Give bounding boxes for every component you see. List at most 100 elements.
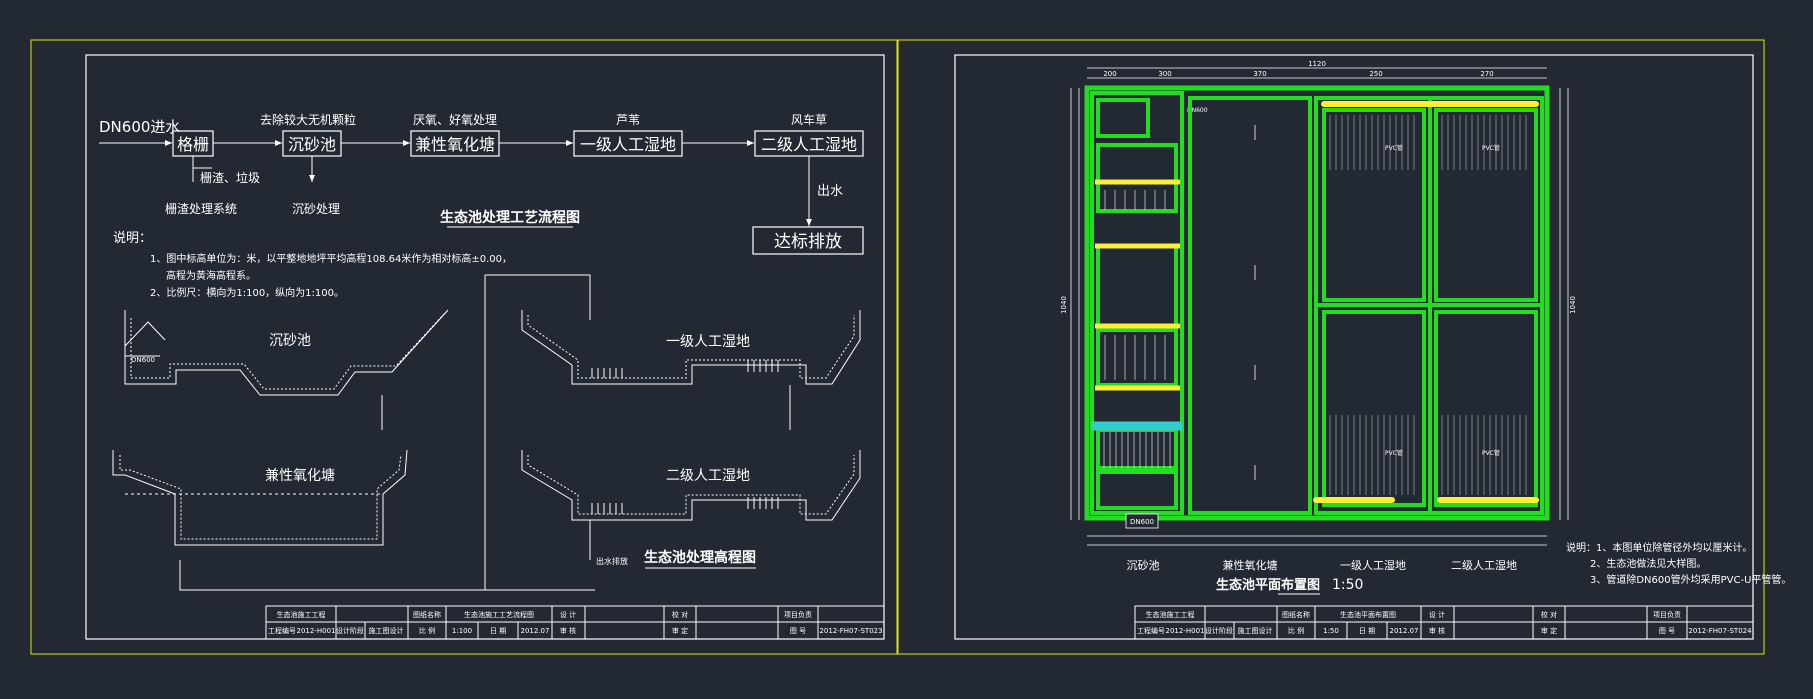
plan-scale: 1:50 [1332,577,1363,593]
section-label: 二级人工湿地 [666,468,750,484]
top-note: 风车草 [791,112,827,127]
zone-label: 二级人工湿地 [1451,559,1517,572]
tb-cell: 2012.07 [521,627,550,635]
dim-top: 250 [1369,70,1382,78]
plan-wetland-pipes [1313,101,1539,503]
section-wetland-1: 一级人工湿地 [521,310,861,385]
tb-cell: 比 例 [419,626,435,635]
tb-cell: 日 期 [490,627,506,635]
plan-grit-hatch [1103,190,1171,468]
outlet-label: 出水 [817,184,843,199]
zone-label: 兼性氧化塘 [1223,558,1278,572]
tb-cell: 2012.07 [1390,627,1419,635]
plan-water-channel [1091,421,1183,431]
right-notes: 说明：1、本图单位除管径外均以厘米计。 2、生态池做法见大样图。 3、管道除DN… [1566,541,1791,586]
dim-overall-height: 1040 [1060,296,1068,314]
flow-box-label: 达标排放 [774,232,842,252]
tb-cell: 设计阶段 [336,626,364,635]
plan-pipe-label-left: DN600 [1187,107,1208,114]
top-note: 芦苇 [616,113,640,127]
flow-box-label: 二级人工湿地 [761,135,857,154]
dim-overall-height-right: 1040 [1569,296,1577,314]
notes-line: 1、图中标高单位为：米，以平整地地坪平均高程108.64米作为相对标高±0.00… [150,252,512,265]
tb-cell: 校 对 [1541,610,1557,619]
top-note: 去除较大无机颗粒 [260,112,356,127]
tb-cell: 1:50 [1323,627,1339,635]
gravel-hatch [591,360,779,378]
sub-note: 栅渣处理系统 [165,201,237,216]
tb-project: 生态池施工工程 [277,610,326,619]
right-sheet-border [897,39,1765,655]
flow-box-discharge [752,226,864,255]
tb-cell: 设计阶段 [1205,626,1233,635]
pipe-label: PVC管 [1385,449,1403,457]
section-wetland-2: 二级人工湿地 [521,450,861,521]
notes-line: 2、比例尺：横向为1:100，纵向为1:100。 [150,286,344,299]
right-sheet: 1120 200 300 370 250 270 1040 1040 [954,54,1791,640]
left-sheet-border [30,39,898,655]
section-label: 沉砂池 [269,333,311,349]
section-grit-chamber: DN600 沉砂池 [124,309,449,396]
elevation-sections: DN600 沉砂池 兼性氧化塘 [112,274,861,591]
plan-outer-wall [1084,85,1550,521]
tb-drawing-no: 2012-FH07-ST023 [819,627,882,635]
left-title-block [265,605,885,640]
tb-cell: 项目负责 [784,610,812,619]
top-note: 厌氧、好氧处理 [413,113,497,127]
tb-cell: 图纸名称 [413,610,441,619]
plan-inlet-label: DN600 [1130,518,1154,526]
dim-overall-width: 1120 [1308,60,1326,68]
section-label: 兼性氧化塘 [265,468,335,484]
section-pipe-label: DN600 [131,356,155,364]
tb-drawing-name: 生态池施工工艺流程图 [464,610,534,619]
tb-cell: 审 核 [1429,626,1445,635]
flow-box-label: 沉砂池 [288,135,336,154]
plan-inlet-box [1125,513,1159,529]
dim-top: 270 [1480,70,1493,78]
tb-cell: 审 核 [560,626,576,635]
tb-cell: 2012-H001 [1166,627,1205,635]
left-title-block-text: 生态池施工工程 图纸名称 生态池施工工艺流程图 设 计 校 对 项目负责 工程编… [268,610,883,635]
tb-cell: 比 例 [1288,626,1304,635]
zone-label: 一级人工湿地 [1340,559,1406,572]
gravel-hatch [591,497,779,514]
section-label: 一级人工湿地 [666,334,750,350]
notes-line: 高程为黄海高程系。 [166,269,256,282]
plan-pond-zone [1188,96,1312,515]
tb-cell: 校 对 [672,610,688,619]
note-line: 说明：1、本图单位除管径外均以厘米计。 [1566,541,1752,554]
pipe-label: PVC管 [1482,449,1500,457]
flow-box-label: 一级人工湿地 [580,135,676,154]
tb-cell: 施工图设计 [369,626,404,635]
sub-note: 沉砂处理 [292,202,340,216]
connect-pipe [179,560,595,591]
plan-zone-labels: 沉砂池 兼性氧化塘 一级人工湿地 二级人工湿地 [1127,558,1518,572]
dim-top: 370 [1253,70,1266,78]
left-sheet: DN600进水 格栅 沉砂池 兼性氧化塘 一级人工湿地 二级人工湿地 出水 达标… [85,54,885,640]
note-line: 3、管道除DN600管外均采用PVC-U平管管。 [1590,573,1791,586]
tb-cell: 审 定 [1541,626,1557,635]
sub-note: 栅渣、垃圾 [200,170,260,185]
tb-cell: 工程编号 [268,626,296,635]
section-oxidation-pond: 兼性氧化塘 [112,449,408,546]
tb-cell: 施工图设计 [1238,626,1273,635]
right-title-block [1134,605,1754,640]
tb-cell: 图纸名称 [1282,610,1310,619]
flow-chart-title: 生态池处理工艺流程图 [440,209,580,226]
pipe-label: PVC管 [1385,144,1403,152]
plan-wetland-zones [1314,96,1544,515]
plan-pipe-labels: PVC管 PVC管 PVC管 PVC管 [1385,144,1500,457]
note-line: 2、生态池做法见大样图。 [1590,557,1706,570]
elevation-chart-title: 生态池处理高程图 [644,549,756,566]
tb-drawing-name: 生态池平面布置图 [1340,610,1396,619]
tb-cell: 设 计 [1429,610,1445,619]
pipe-label: PVC管 [1482,144,1500,152]
tb-cell: 2012-H001 [297,627,336,635]
tb-drawing-no: 2012-FH07-ST024 [1688,627,1752,635]
tb-cell: 日 期 [1359,627,1375,635]
zone-label: 沉砂池 [1127,559,1160,572]
left-notes: 说明： 1、图中标高单位为：米，以平整地地坪平均高程108.64米作为相对标高±… [113,231,512,299]
inlet-label: DN600进水 [99,118,180,136]
tb-cell: 1:100 [452,627,472,635]
